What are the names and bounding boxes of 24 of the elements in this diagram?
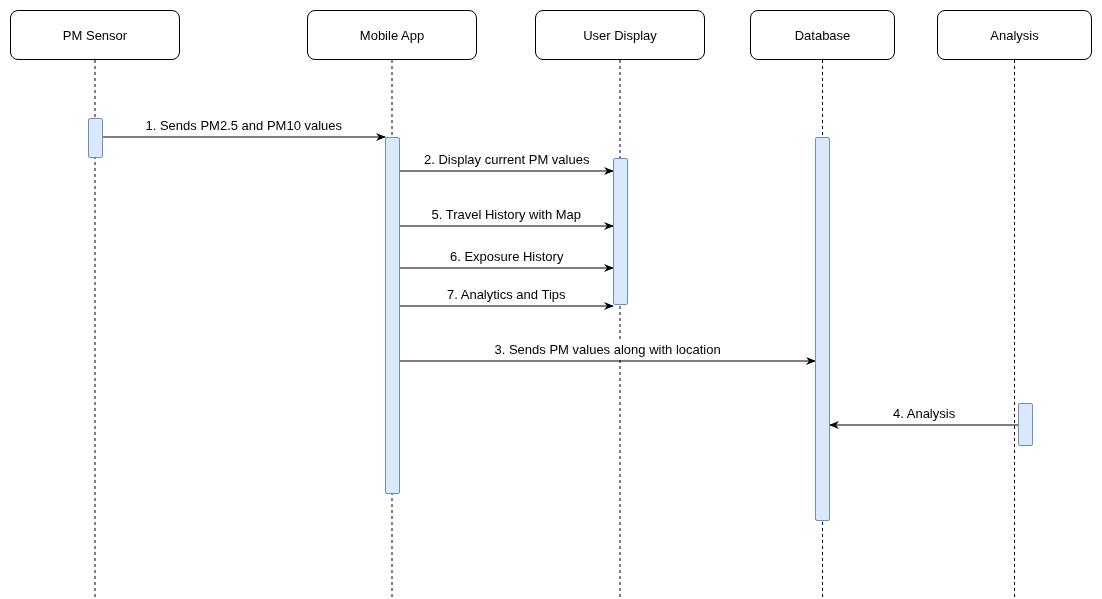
edge-label: 1. Sends PM2.5 and PM10 values <box>143 118 345 133</box>
edge-label: 5. Travel History with Map <box>429 207 584 222</box>
activation-bar <box>385 137 400 494</box>
edge-label: 7. Analytics and Tips <box>445 287 568 302</box>
message-arrow <box>399 302 614 310</box>
message-arrow <box>102 133 386 141</box>
message-arrow <box>399 264 614 272</box>
participant-box: PM Sensor <box>10 10 180 60</box>
edge-label: 6. Exposure History <box>448 249 566 264</box>
participant-box: Mobile App <box>307 10 477 60</box>
participant-box: Database <box>750 10 895 60</box>
activation-bar <box>815 137 830 521</box>
message-arrow <box>399 222 614 230</box>
activation-bar <box>1018 403 1033 446</box>
edge-label: 2. Display current PM values <box>422 152 592 167</box>
participant-box: Analysis <box>937 10 1092 60</box>
message-arrow <box>399 357 816 365</box>
activation-bar <box>613 158 628 305</box>
participant-box: User Display <box>535 10 705 60</box>
message-arrow <box>829 421 1019 429</box>
edge-label: 3. Sends PM values along with location <box>492 342 723 357</box>
edge-label: 4. Analysis <box>891 406 958 421</box>
activation-bar <box>88 118 103 158</box>
message-arrow <box>399 167 614 175</box>
